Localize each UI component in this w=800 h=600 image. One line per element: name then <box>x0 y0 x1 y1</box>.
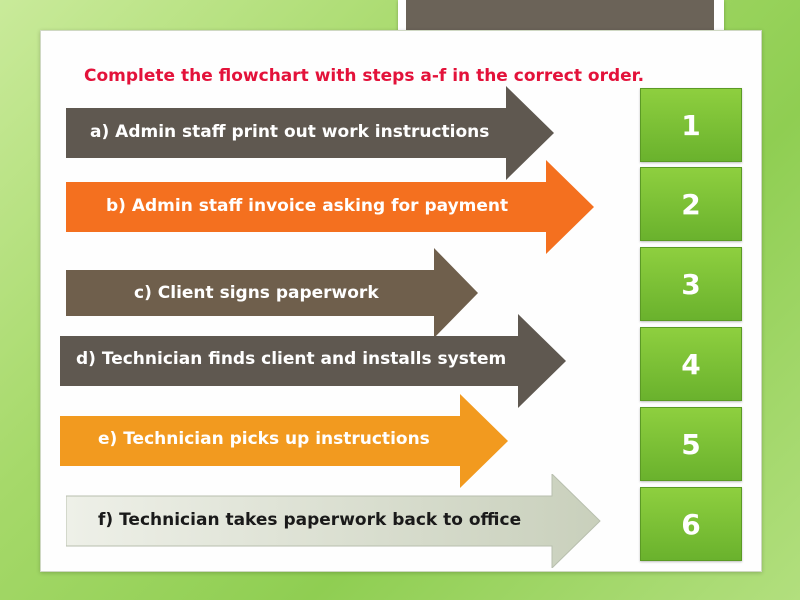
answer-box-3[interactable]: 3 <box>640 247 742 321</box>
answer-box-2[interactable]: 2 <box>640 167 742 241</box>
answer-box-1[interactable]: 1 <box>640 88 742 162</box>
step-f-arrow-shape <box>66 474 601 568</box>
step-c-arrow-shape <box>66 248 478 338</box>
answer-box-5[interactable]: 5 <box>640 407 742 481</box>
step-a-arrow-shape <box>66 86 554 180</box>
step-e-arrow-shape <box>60 394 508 488</box>
step-b-label: b) Admin staff invoice asking for paymen… <box>106 196 509 216</box>
answer-box-4[interactable]: 4 <box>640 327 742 401</box>
step-e-label: e) Technician picks up instructions <box>98 429 430 449</box>
step-c-label: c) Client signs paperwork <box>134 283 379 303</box>
step-d-arrow[interactable] <box>60 314 568 408</box>
step-f-arrow[interactable] <box>66 474 602 568</box>
step-a-arrow[interactable] <box>66 86 556 180</box>
step-d-arrow-shape <box>60 314 566 408</box>
step-e-arrow[interactable] <box>60 394 510 488</box>
answer-box-6[interactable]: 6 <box>640 487 742 561</box>
step-f-label: f) Technician takes paperwork back to of… <box>98 510 522 530</box>
step-c-arrow[interactable] <box>66 248 480 338</box>
step-b-arrow[interactable] <box>66 160 596 254</box>
step-a-label: a) Admin staff print out work instructio… <box>90 122 490 142</box>
step-d-label: d) Technician finds client and installs … <box>76 349 507 369</box>
instruction-title: Complete the flowchart with steps a-f in… <box>84 66 645 86</box>
step-b-arrow-shape <box>66 160 594 254</box>
